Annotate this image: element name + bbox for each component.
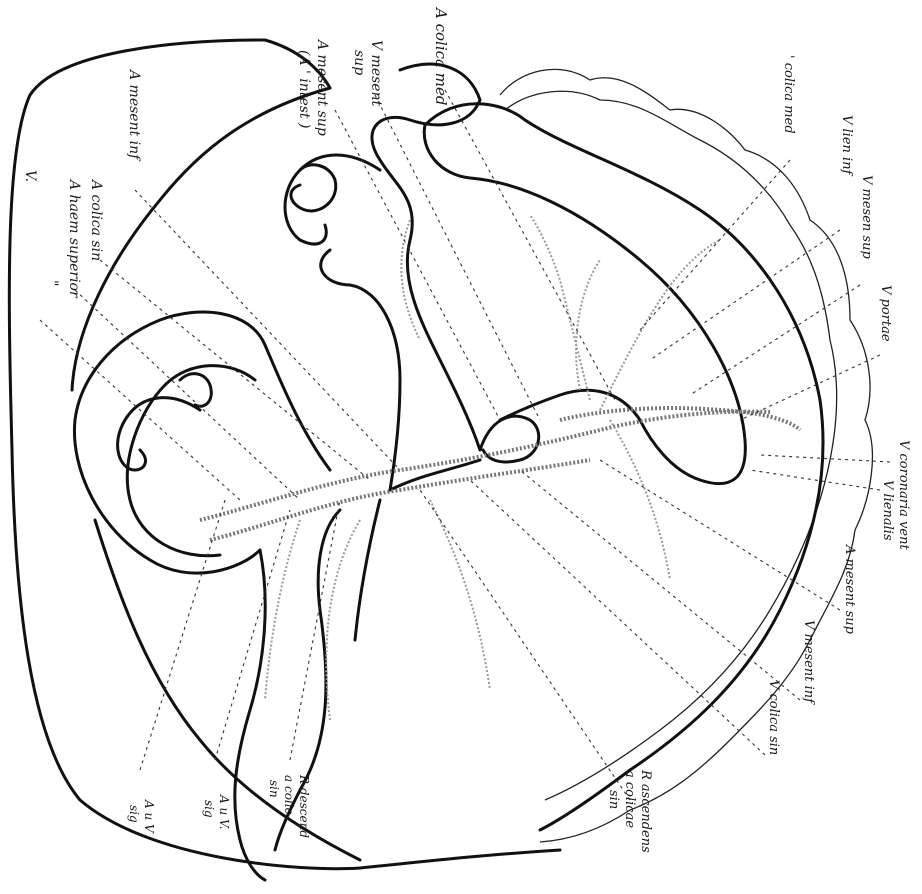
leader-v-colica-sin	[470, 480, 765, 755]
leader-v-mesen-sup	[690, 285, 860, 395]
leader-a-u-v-1	[215, 510, 290, 760]
label-r-descend-3: sin	[267, 780, 281, 798]
vessel-branch-3	[576, 260, 600, 390]
intestinal-loop-descending	[321, 250, 400, 490]
label-v-portae: V portae	[878, 285, 893, 342]
label-v-mesent-inf: V mesent inf	[801, 620, 816, 705]
leader-a-mesent-sup	[335, 110, 500, 420]
leader-r-descend	[290, 500, 340, 760]
leader-a-mesent-inf	[135, 190, 400, 470]
label-a-colica-sin: A colica sin	[88, 178, 104, 261]
label-r-ascendens-3: sin	[606, 790, 621, 809]
mesenteric-artery-main	[200, 412, 770, 520]
vessel-branch-6	[265, 520, 300, 700]
leader-ditto	[40, 320, 240, 500]
vessel-branch-1	[530, 215, 590, 400]
label-a-mesent-sup-2: (A ' intest )	[296, 50, 312, 128]
leader-v-mesent-inf	[520, 470, 800, 700]
leader-a-haem-sup	[75, 290, 300, 500]
outer-peritoneal-outline	[9, 40, 560, 869]
label-a-u-v-1b: sig	[202, 800, 216, 818]
left-mesentery-loop	[74, 312, 330, 573]
label-a-u-v-2b: sig	[127, 805, 141, 823]
label-v-mesent-sup-2: sup	[351, 50, 367, 75]
vessel-branch-5	[326, 520, 360, 720]
label-v-lien-inf: V lien inf	[839, 115, 854, 177]
label-v-colica-sin: V colica sin	[766, 680, 781, 755]
label-v-lienalis: V lienalis	[880, 480, 895, 541]
mesentery-outline	[72, 88, 330, 390]
label-v-mesent-sup-1: V mesent	[368, 40, 384, 107]
vessel-branch-4	[430, 500, 490, 690]
label-r-descend-1: R descend	[297, 774, 311, 838]
colon-wavy-border-inner	[505, 91, 837, 800]
label-a-colica-med: A colica med	[432, 6, 450, 105]
label-r-ascendens-2: a colicae	[622, 770, 637, 828]
label-r-ascendens-1: R ascendens	[638, 769, 653, 853]
label-a-u-v-2a: A u V	[142, 799, 156, 834]
sigmoid-loop	[235, 550, 265, 880]
label-a-mesent-sup-r: A mesent sup	[842, 544, 857, 635]
mesenteric-vein-main	[210, 460, 590, 540]
leader-a-colica-med	[445, 90, 615, 400]
label-a-u-v-1a: A u V.	[217, 794, 231, 829]
label-v-colica-med: ' colica med	[781, 55, 796, 134]
label-a-mesent-sup-1: A mesent sup	[314, 38, 330, 136]
vessel-branch-2	[600, 240, 720, 410]
label-r-descend-2: a colic	[282, 775, 296, 815]
label-a-mesent-inf: A mesent inf	[126, 68, 142, 162]
transverse-colon	[425, 104, 823, 830]
leader-v-colica-med	[640, 160, 790, 330]
leader-v-lienalis	[750, 470, 880, 490]
leader-a-u-v-2	[140, 500, 225, 770]
label-v-coronaria-vent: V coronaria vent	[896, 440, 911, 550]
label-v-mesen-sup: V mesen sup	[859, 175, 874, 259]
label-ditto: "	[44, 280, 60, 286]
vessel-branch-8	[610, 420, 670, 580]
portal-vessel	[560, 408, 800, 430]
label-v: V.	[22, 170, 38, 182]
label-a-haem-sup: A haem superior	[66, 178, 82, 299]
leader-v-coronaria	[760, 455, 890, 462]
leader-r-ascendens	[420, 490, 630, 800]
